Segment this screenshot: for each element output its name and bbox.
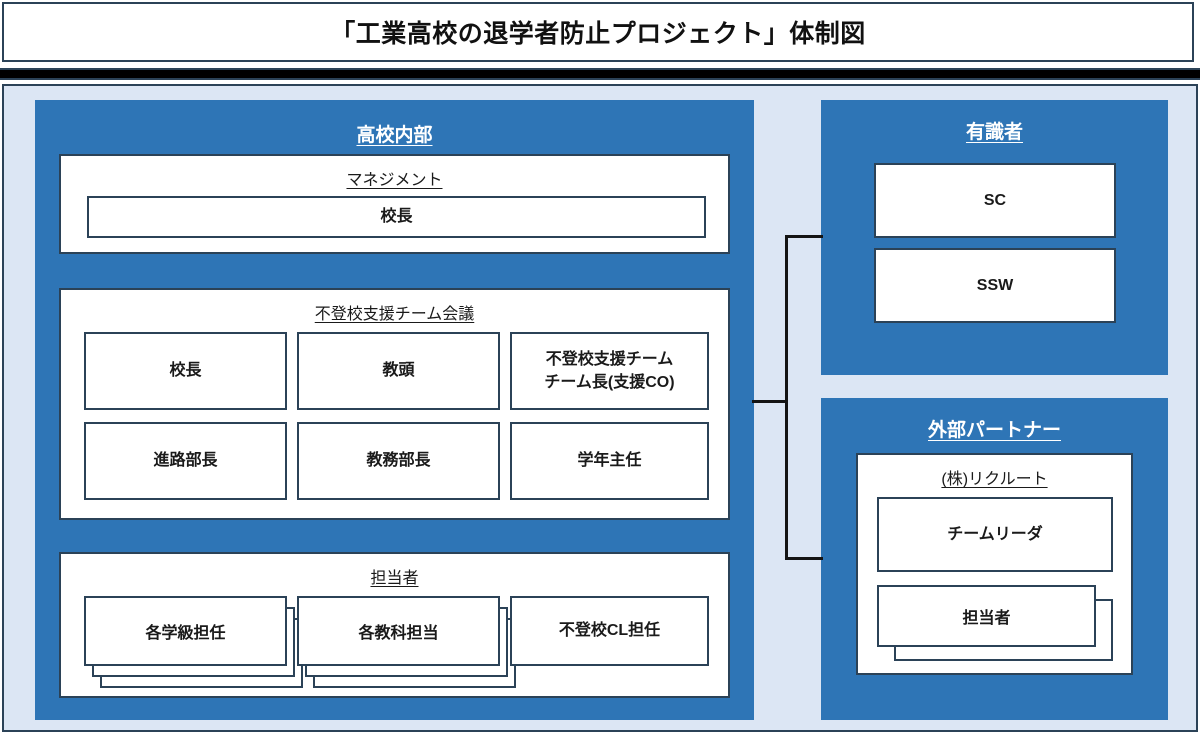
diagram-canvas: 高校内部 マネジメント 校長 不登校支援チーム会議 校長 教頭 不登校支援チーム… (2, 84, 1198, 732)
group-support-meeting-title: 不登校支援チーム会議 (314, 306, 475, 323)
box-meeting-team-leader-line2: チーム長(支援CO) (544, 374, 675, 391)
connector-vertical-trunk (785, 235, 788, 560)
panel-partner-title: 外部パートナー (927, 420, 1061, 441)
stack-recruit-staff[interactable]: 担当者 (877, 585, 1113, 661)
group-support-meeting: 不登校支援チーム会議 校長 教頭 不登校支援チーム チーム長(支援CO) 進路部… (59, 288, 730, 520)
box-truancy-cl-teacher[interactable]: 不登校CL担任 (510, 596, 709, 666)
box-recruit-team-leader[interactable]: チームリーダ (877, 497, 1113, 572)
stack-recruit-staff-label: 担当者 (877, 585, 1096, 647)
box-meeting-team-leader[interactable]: 不登校支援チーム チーム長(支援CO) (510, 332, 709, 410)
panel-school-internal: 高校内部 マネジメント 校長 不登校支援チーム会議 校長 教頭 不登校支援チーム… (35, 100, 754, 720)
panel-experts-title: 有識者 (965, 122, 1023, 143)
group-recruit: (株)リクルート チームリーダ 担当者 (856, 453, 1133, 675)
group-staff-title: 担当者 (370, 570, 419, 587)
panel-experts: 有識者 SC SSW (821, 100, 1168, 375)
title-bar: 「工業高校の退学者防止プロジェクト」体制図 (2, 2, 1194, 62)
box-meeting-principal[interactable]: 校長 (84, 332, 287, 410)
connector-branch-to-partner (785, 557, 823, 560)
connector-branch-to-experts (785, 235, 823, 238)
group-staff: 担当者 各学級担任 各教科担当 不登校CL担任 (59, 552, 730, 698)
stack-subject-teachers[interactable]: 各教科担当 (297, 596, 516, 688)
group-management: マネジメント 校長 (59, 154, 730, 254)
box-meeting-grade-head[interactable]: 学年主任 (510, 422, 709, 500)
box-meeting-team-leader-line1: 不登校支援チーム (545, 350, 674, 368)
group-recruit-title: (株)リクルート (941, 471, 1048, 488)
stack-homeroom-teachers[interactable]: 各学級担任 (84, 596, 303, 688)
connector-branch-to-school (752, 400, 788, 403)
page-title: 「工業高校の退学者防止プロジェクト」体制図 (330, 20, 866, 48)
box-management-principal[interactable]: 校長 (87, 196, 706, 238)
stack-subject-teachers-label: 各教科担当 (297, 596, 500, 666)
box-meeting-vice-principal[interactable]: 教頭 (297, 332, 500, 410)
panel-school-internal-title: 高校内部 (356, 125, 433, 146)
box-meeting-academic-chief[interactable]: 教務部長 (297, 422, 500, 500)
box-expert-ssw[interactable]: SSW (874, 248, 1116, 323)
panel-partner: 外部パートナー (株)リクルート チームリーダ 担当者 (821, 398, 1168, 720)
box-meeting-career-chief[interactable]: 進路部長 (84, 422, 287, 500)
title-divider-rule (0, 68, 1200, 80)
group-management-title: マネジメント (346, 172, 443, 189)
box-expert-sc[interactable]: SC (874, 163, 1116, 238)
stack-homeroom-teachers-label: 各学級担任 (84, 596, 287, 666)
